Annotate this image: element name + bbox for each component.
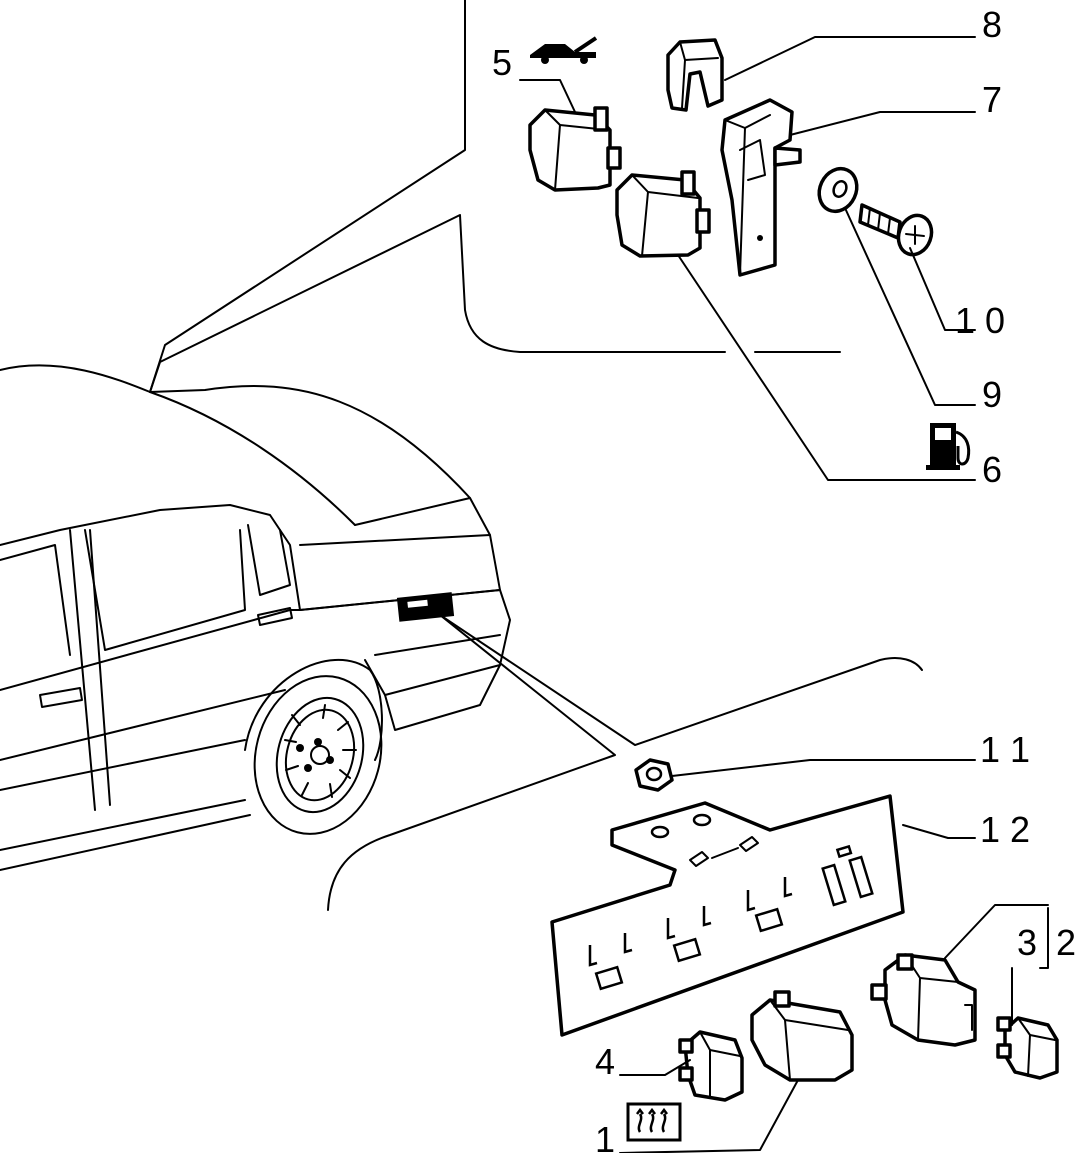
relay-part-1 [750,990,854,1082]
callout-12: 1 2 [980,809,1030,850]
callout-5: 5 [492,42,512,83]
callout-labels: 5 8 7 1 0 9 6 1 1 1 2 3 2 4 1 [492,4,1076,1153]
leader-lines [519,36,1049,1153]
nut-part-11 [634,758,674,792]
callout-2: 2 [1056,922,1076,963]
relay-part-3 [996,1016,1059,1080]
relay-part-2 [870,953,977,1047]
bottom-detail-frame [327,614,923,911]
top-detail-frame [149,0,841,393]
relay-part-6 [615,170,711,258]
car-trunk-icon [530,36,598,64]
clip-part-7 [720,98,802,277]
bracket-plate-part-12 [550,794,905,1037]
callout-7: 7 [982,79,1002,120]
washer-part-9 [817,166,859,214]
callout-6: 6 [982,449,1002,490]
callout-1: 1 [595,1119,615,1153]
callout-10: 1 0 [955,300,1005,341]
car-illustration [0,364,511,871]
callout-9: 9 [982,374,1002,415]
relay-part-4 [678,1030,744,1102]
relay-part-5 [528,106,622,192]
callout-11: 1 1 [980,729,1030,770]
callout-8: 8 [982,4,1002,45]
clip-part-8 [666,38,724,112]
callout-4: 4 [595,1041,615,1082]
screw-part-10 [858,203,934,257]
callout-3: 3 [1017,922,1037,963]
fuel-pump-icon [926,423,971,470]
rear-defroster-icon [626,1102,682,1142]
